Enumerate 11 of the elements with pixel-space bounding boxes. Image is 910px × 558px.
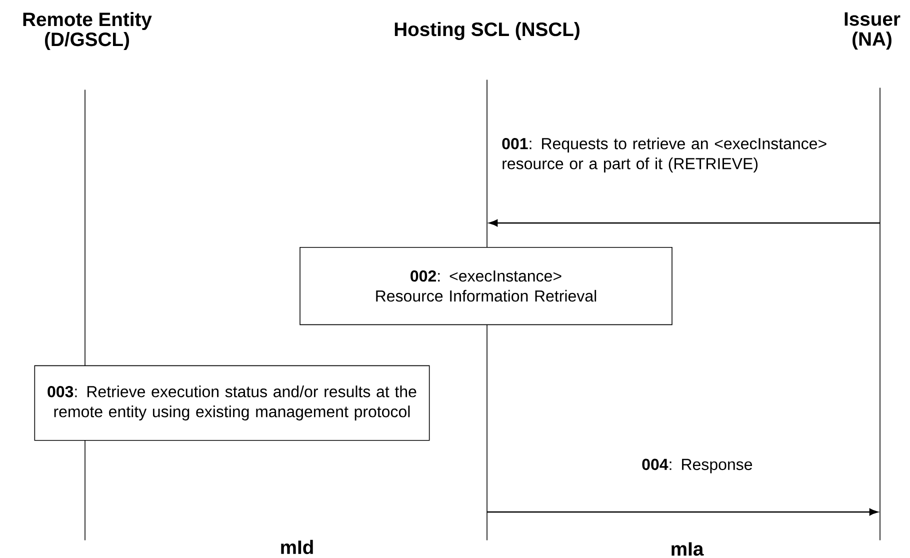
process-box: 003: Retrieve execution status and/or results at the remote entity using existing management protocol [34,365,430,441]
edge-label: 004: Response [642,458,752,474]
arrow [487,508,878,516]
lifeline-header: Issuer (NA) [844,12,900,50]
process-box: 002: <execInstance> Resource Information Retrieval [300,246,672,326]
interface-label: mId [281,540,313,554]
interface-label: mIa [672,542,704,556]
edge-label: 001: Requests to retrieve an <execInstance> resource or a part of it (RETRIEVE) [502,138,826,172]
lifeline-header: Hosting SCL (NSCL) [394,22,580,40]
arrow [489,220,880,227]
lifeline-header: Remote Entity (D/GSCL) [23,12,152,50]
